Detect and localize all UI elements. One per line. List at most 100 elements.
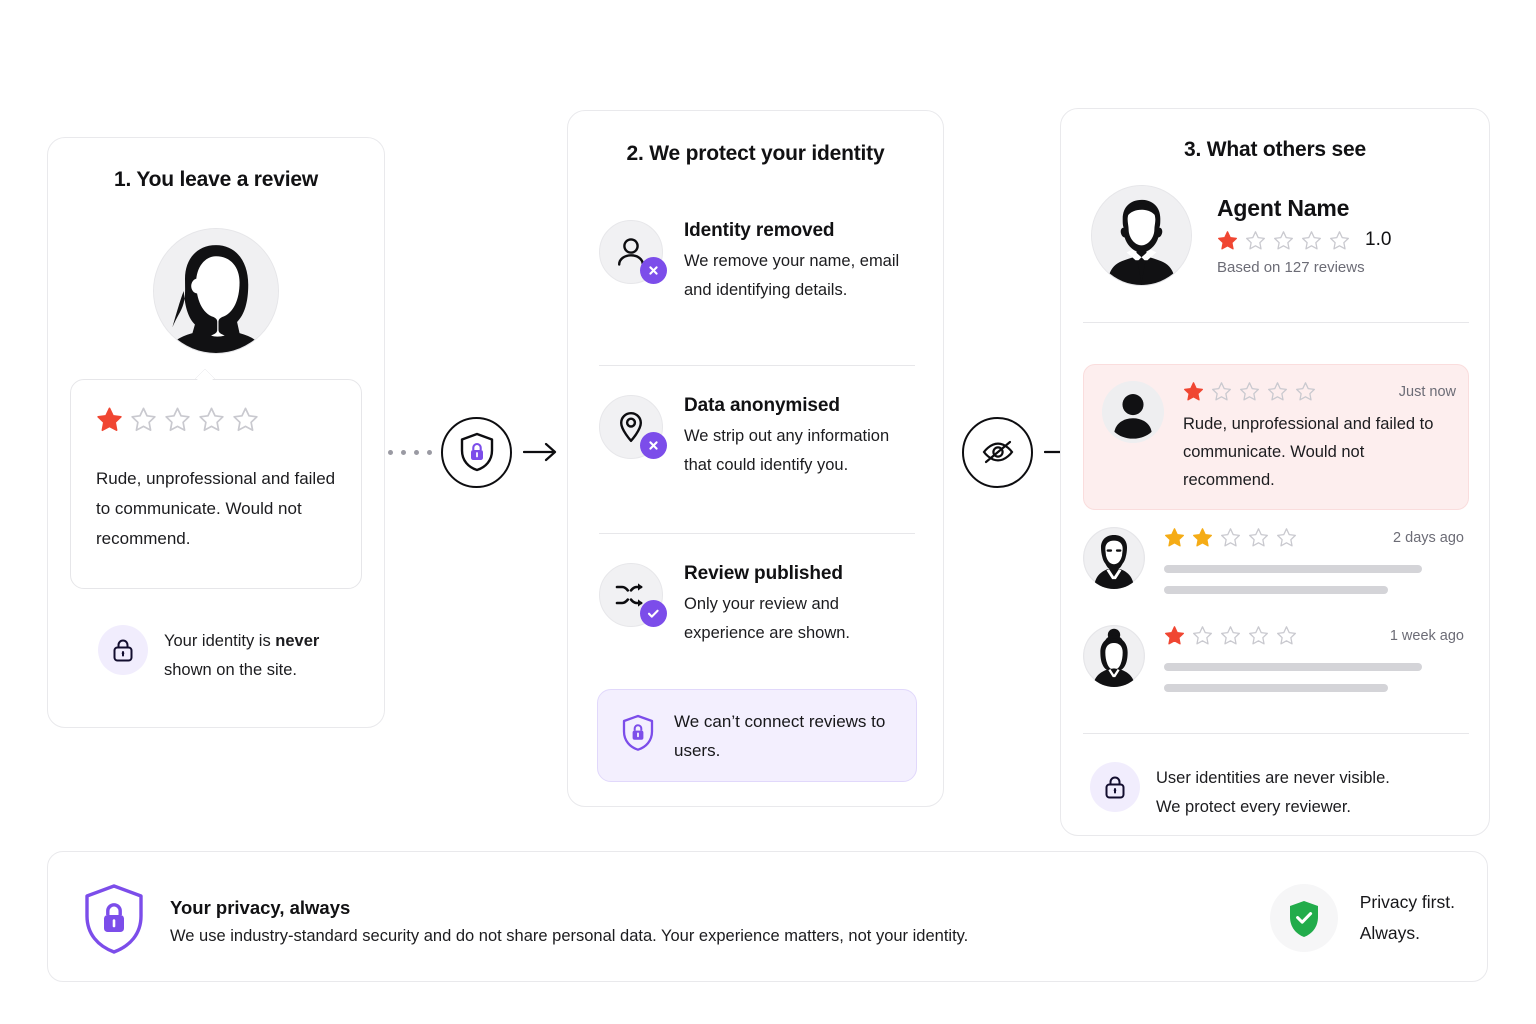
review-stars <box>96 406 259 433</box>
star-icon <box>1221 626 1240 645</box>
review-row-time: 1 week ago <box>1389 627 1464 644</box>
star-icon <box>1246 230 1265 249</box>
shield-lock-icon <box>441 416 512 488</box>
privacy-footer-bar: Your privacy, always We use industry-sta… <box>47 851 1488 982</box>
agent-score: 1.0 <box>1365 229 1392 250</box>
identity-note-text: Your identity is never shown on the site… <box>164 625 319 685</box>
star-icon <box>165 407 190 432</box>
privacy-note: User identities are never visible. We pr… <box>1090 762 1390 822</box>
agent-summary: Agent Name 1.0 Based on 127 reviews <box>1091 185 1391 286</box>
lock-icon <box>98 625 148 675</box>
card-what-others-see: 3. What others see Agent Name 1.0 <box>1060 108 1490 836</box>
feature-body: Only your review and experience are show… <box>684 595 851 642</box>
highlighted-review-header: Just now <box>1183 381 1456 402</box>
agent-name: Agent Name <box>1217 195 1350 221</box>
star-icon <box>199 407 224 432</box>
footer-body: We use industry-standard security and do… <box>170 927 969 945</box>
privacy-note-text: User identities are never visible. We pr… <box>1156 762 1390 822</box>
bearded-man-avatar-icon <box>1083 527 1145 589</box>
footer-badge-line2: Always. <box>1359 923 1420 943</box>
star-icon <box>1240 382 1259 401</box>
bubble-notch-fill <box>196 371 214 381</box>
star-icon <box>1165 528 1184 547</box>
highlighted-review-text: Rude, unprofessional and failed to commu… <box>1183 415 1434 489</box>
feature-heading: Identity removed <box>684 220 835 241</box>
card-you-leave-a-review: 1. You leave a review Rude, unprofession… <box>47 137 385 728</box>
identity-note-line1-pre: Your identity is <box>164 632 276 650</box>
shield-lock-icon <box>620 713 656 758</box>
star-icon <box>1296 382 1315 401</box>
feature-identity-removed: Identity removed We remove your name, em… <box>599 220 915 305</box>
star-icon <box>1302 230 1321 249</box>
footer-badge: Privacy first. Always. <box>1269 884 1455 952</box>
star-icon <box>1274 230 1293 249</box>
star-icon <box>1249 626 1268 645</box>
card-we-protect-your-identity: 2. We protect your identity Identity rem… <box>567 110 944 807</box>
star-icon <box>1184 382 1203 401</box>
privacy-note-line2: We protect every reviewer. <box>1156 798 1352 816</box>
star-icon <box>1249 528 1268 547</box>
anonymous-avatar-icon <box>1102 381 1164 443</box>
woman-avatar-icon <box>153 228 279 354</box>
agent-rating: 1.0 <box>1217 229 1391 251</box>
placeholder-bar <box>1164 565 1422 573</box>
lock-icon <box>1090 762 1140 812</box>
star-icon <box>1268 382 1287 401</box>
connector-one <box>388 414 568 490</box>
dotted-line <box>388 449 432 455</box>
star-icon <box>1212 382 1231 401</box>
footer-heading: Your privacy, always <box>170 897 351 918</box>
feature-body: We strip out any information that could … <box>684 427 890 474</box>
review-row-stars <box>1164 527 1297 548</box>
placeholder-bar <box>1164 586 1388 594</box>
agent-stars <box>1217 230 1350 251</box>
review-text: Rude, unprofessional and failed to commu… <box>96 469 336 548</box>
review-bubble: Rude, unprofessional and failed to commu… <box>70 369 362 589</box>
divider <box>1083 322 1469 323</box>
feature-review-published: Review published Only your review and ex… <box>599 563 915 648</box>
star-icon <box>1193 626 1212 645</box>
arrow-right-icon <box>523 442 557 462</box>
identity-note-never: never <box>275 632 320 650</box>
review-row-header: 2 days ago <box>1164 527 1464 548</box>
review-row: 2 days ago <box>1083 527 1464 594</box>
callout-text: We can’t connect reviews to users. <box>674 711 886 760</box>
divider <box>599 533 915 534</box>
footer-left: Your privacy, always We use industry-sta… <box>81 882 968 961</box>
review-row-time: 2 days ago <box>1393 529 1464 546</box>
star-icon <box>1277 626 1296 645</box>
identity-note: Your identity is never shown on the site… <box>98 625 319 685</box>
identity-note-line2: shown on the site. <box>164 661 297 679</box>
bun-woman-avatar-icon <box>1083 625 1145 687</box>
placeholder-bar <box>1164 663 1422 671</box>
cannot-connect-callout: We can’t connect reviews to users. <box>597 689 917 782</box>
feature-data-anonymised: Data anonymised We strip out any informa… <box>599 395 915 480</box>
agent-review-count: Based on 127 reviews <box>1217 259 1365 276</box>
man-suit-avatar-icon <box>1091 185 1192 286</box>
review-row-stars <box>1164 625 1297 646</box>
divider <box>599 365 915 366</box>
highlighted-review: Just now Rude, unprofessional and failed… <box>1083 364 1469 510</box>
star-icon <box>1221 528 1240 547</box>
star-icon <box>233 407 258 432</box>
star-icon <box>131 407 156 432</box>
shield-lock-icon <box>81 882 147 961</box>
eye-off-icon <box>962 416 1033 488</box>
card3-title: 3. What others see <box>1184 138 1366 161</box>
star-icon <box>1330 230 1349 249</box>
review-row: 1 week ago <box>1083 625 1464 692</box>
review-row-header: 1 week ago <box>1164 625 1464 646</box>
shield-check-icon <box>1269 884 1338 952</box>
cross-badge-icon <box>640 257 667 284</box>
footer-badge-line1: Privacy first. <box>1359 892 1455 912</box>
star-icon <box>1193 528 1212 547</box>
highlighted-review-stars <box>1183 381 1316 402</box>
star-icon <box>1165 626 1184 645</box>
feature-heading: Data anonymised <box>684 395 840 416</box>
feature-heading: Review published <box>684 563 843 584</box>
star-icon <box>1277 528 1296 547</box>
card2-title: 2. We protect your identity <box>626 142 885 165</box>
divider <box>1083 733 1469 734</box>
check-badge-icon <box>640 600 667 627</box>
